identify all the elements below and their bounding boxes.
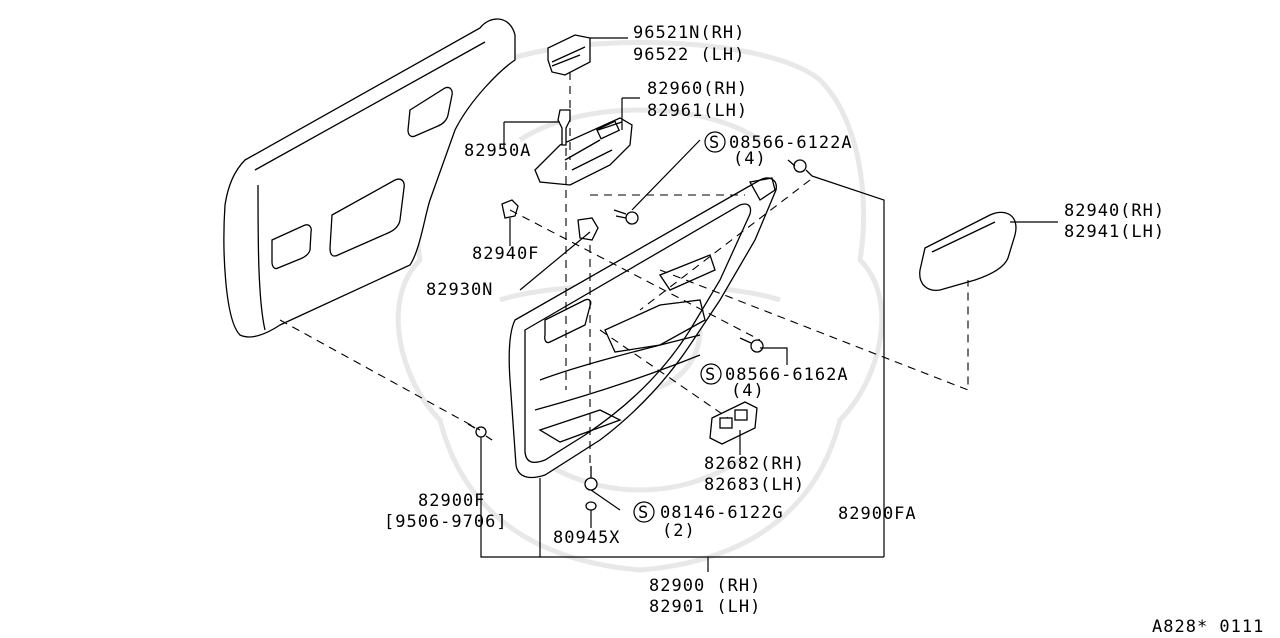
svg-text:S: S	[638, 503, 649, 523]
switch-82682	[709, 401, 758, 445]
door-backing-panel	[223, 18, 516, 338]
clip-82930N	[577, 217, 599, 241]
label-82900: 82900 (RH)	[649, 576, 761, 596]
diagram-code: A828* 0111	[1152, 617, 1264, 637]
label-82930N: 82930N	[426, 280, 493, 300]
s-symbol-2: S	[700, 363, 722, 385]
label-08146-6122G-qty: (2)	[662, 521, 696, 541]
label-82900FA: 82900FA	[838, 504, 917, 524]
armrest-pad-82940	[919, 211, 1017, 291]
screw-08146-6122G	[584, 466, 598, 491]
s-symbol-1: S	[704, 131, 726, 153]
switch-bezel-part	[547, 34, 591, 76]
clip-top-right	[787, 159, 813, 177]
label-08566-6122A-qty: (4)	[733, 149, 767, 169]
label-82683: 82683(LH)	[704, 475, 805, 495]
label-08566-6162A: 08566-6162A	[725, 365, 849, 385]
label-96522: 96522 (LH)	[633, 45, 745, 65]
leader-lines	[480, 37, 1058, 572]
label-82682: 82682(RH)	[704, 454, 805, 474]
s-symbol-3: S	[633, 501, 655, 523]
label-82900F-range: [9506-9706]	[384, 512, 508, 532]
clip-82900F	[467, 423, 493, 441]
label-96521N: 96521N(RH)	[633, 23, 745, 43]
assembly-dashed-lines	[279, 72, 969, 465]
label-82961: 82961(LH)	[647, 101, 748, 121]
label-82900F: 82900F	[418, 491, 485, 511]
screw-08566-6162A	[739, 337, 764, 353]
label-08566-6162A-qty: (4)	[731, 381, 765, 401]
screw-08566-6122A	[613, 209, 639, 225]
part-labels: 96521N(RH) 96522 (LH) 82960(RH) 82961(LH…	[384, 23, 1264, 637]
label-82940F: 82940F	[472, 244, 539, 264]
svg-text:S: S	[709, 133, 720, 153]
door-trim-main	[508, 177, 777, 479]
label-82940: 82940(RH)	[1064, 201, 1165, 221]
label-82960: 82960(RH)	[647, 79, 748, 99]
switch-finisher-part	[534, 117, 633, 186]
label-80945X: 80945X	[553, 528, 620, 548]
clip-82940F	[501, 199, 519, 219]
label-08146-6122G: 08146-6122G	[660, 503, 784, 523]
svg-text:S: S	[705, 365, 716, 385]
label-82941: 82941(LH)	[1064, 222, 1165, 242]
cap-80945X	[585, 501, 597, 511]
label-08566-6122A: 08566-6122A	[729, 133, 853, 153]
clip-82950A	[557, 109, 571, 146]
label-82901: 82901 (LH)	[649, 597, 761, 617]
label-82950A: 82950A	[464, 141, 531, 161]
